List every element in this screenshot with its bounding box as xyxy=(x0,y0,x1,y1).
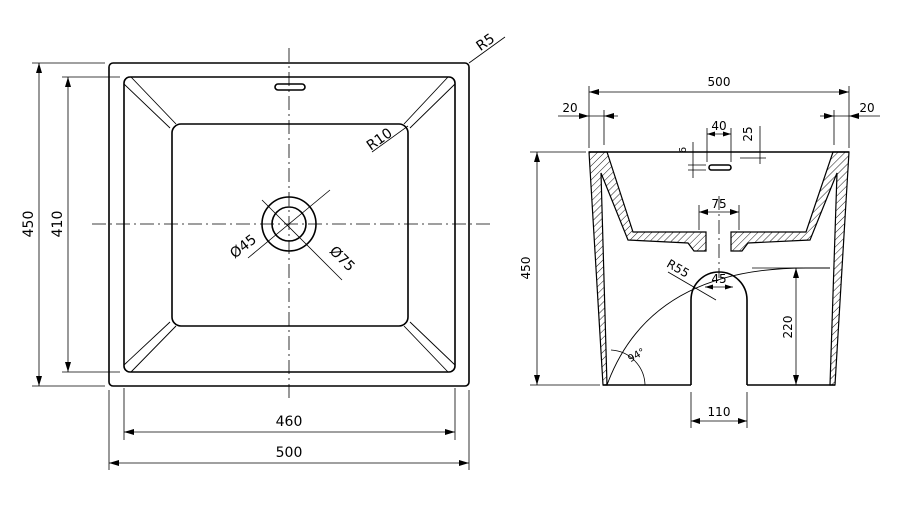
angle-arc xyxy=(610,349,646,386)
side-dim-450: 450 xyxy=(519,257,533,280)
center-arch xyxy=(690,271,748,385)
radius-r10: R10 xyxy=(364,125,396,154)
side-dim-45: 45 xyxy=(711,272,726,286)
radius-r5: R5 xyxy=(473,31,497,55)
side-dim-6: 6 xyxy=(678,147,689,153)
side-dim-20-right: 20 xyxy=(859,101,874,115)
drain-dia-45: Ø45 xyxy=(227,232,260,262)
side-dim-500: 500 xyxy=(708,75,731,89)
side-radius-r55: R55 xyxy=(664,257,691,281)
inner-rim xyxy=(123,76,456,373)
side-dim-110: 110 xyxy=(708,405,731,419)
side-view xyxy=(530,86,880,428)
side-dim-75: 75 xyxy=(711,197,726,211)
corner-slopes xyxy=(123,76,456,373)
side-dim-20-left: 20 xyxy=(562,101,577,115)
top-view xyxy=(32,36,506,470)
side-dim-25: 25 xyxy=(741,126,755,141)
dim-460: 460 xyxy=(276,414,303,430)
side-dim-220: 220 xyxy=(781,316,795,339)
dim-410-left: 410 xyxy=(50,211,66,238)
drain-dia-75: Ø75 xyxy=(326,243,358,275)
overflow-slot xyxy=(274,83,306,91)
dim-500-bottom: 500 xyxy=(276,445,303,461)
basin-floor xyxy=(171,123,409,327)
side-angle-94: 94° xyxy=(626,347,647,365)
overflow-slot-side xyxy=(708,164,732,171)
dim-450-left: 450 xyxy=(21,211,37,238)
side-dim-40: 40 xyxy=(711,119,726,133)
